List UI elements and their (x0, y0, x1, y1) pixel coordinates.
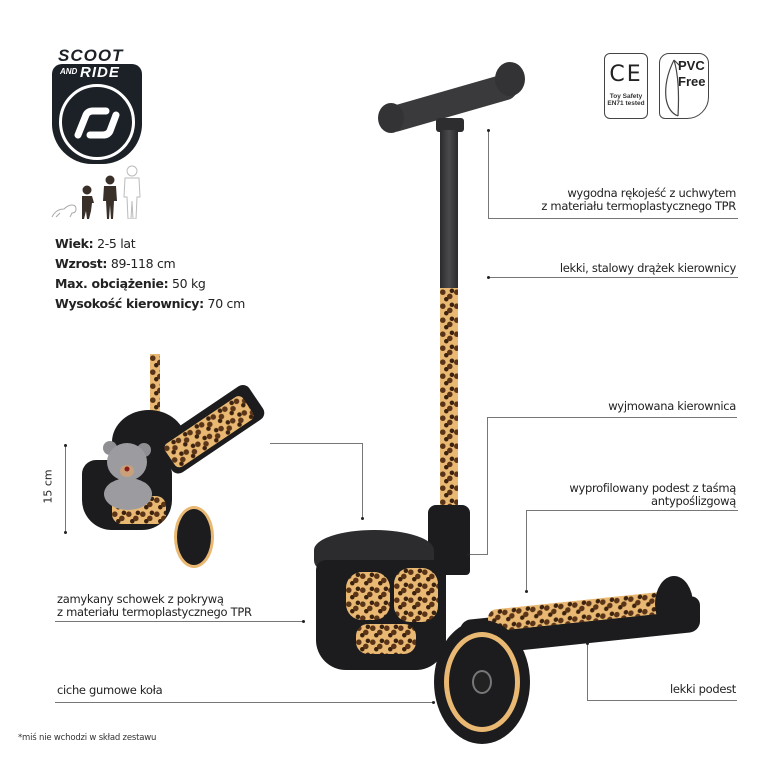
footnote: *miś nie wchodzi w skład zestawu (18, 733, 157, 743)
logo-circle (59, 84, 135, 160)
toddler-icon (82, 185, 94, 219)
specs-list: Wiek: 2-5 lat Wzrost: 89-118 cm Max. obc… (55, 234, 245, 314)
ce-label-1: Toy Safety (609, 93, 643, 100)
dimension-dot-bottom (64, 531, 67, 534)
spec-handlebar-height: Wysokość kierownicy: 70 cm (55, 296, 245, 311)
callout-storage-dot (302, 620, 305, 623)
ce-label-2: EN71 tested (607, 100, 645, 107)
callout-light-deck-dot (586, 642, 589, 645)
child-icon (103, 175, 117, 219)
older-child-outline-icon (123, 165, 141, 219)
spec-age: Wiek: 2-5 lat (55, 236, 136, 251)
logo-badge: AND RIDE (52, 64, 142, 164)
front-wheel-hub (472, 670, 492, 694)
spec-max-load: Max. obciążenie: 50 kg (55, 276, 206, 291)
callout-handle: wygodna rękojeść z uchwytem z materiału … (541, 186, 736, 213)
ce-mark: CE (609, 62, 643, 87)
callout-handle-dot (487, 129, 490, 132)
callout-removable-line-h2 (469, 554, 488, 555)
callout-bar-dot (487, 276, 490, 279)
callout-wheels: ciche gumowe koła (57, 683, 163, 697)
age-icons (50, 163, 150, 221)
free-label: Free (678, 74, 706, 89)
callout-wheels-line (55, 702, 433, 703)
ce-badge: CE Toy Safety EN71 tested (604, 53, 648, 119)
callout-handle-line-h (488, 218, 738, 219)
callout-light-deck-line-v (587, 643, 588, 701)
callout-storage: zamykany schowek z pokrywą z materiału t… (57, 592, 252, 619)
front-wheel-rim (444, 632, 520, 732)
callout-deck-line-h (526, 510, 738, 511)
callout-deck: wyprofilowany podest z taśmą antypoślizg… (569, 481, 736, 508)
baby-crawling-icon (51, 204, 77, 218)
dimension-dot-top (64, 444, 67, 447)
teddy-bear-icon (103, 441, 152, 510)
rear-wheel (655, 576, 693, 632)
callout-storage-top-dot (361, 517, 364, 520)
dimension-label: 15 cm (41, 469, 55, 504)
callout-bar: lekki, stalowy drążek kierownicy (559, 261, 736, 275)
pvc-label: PVC (678, 58, 705, 73)
callout-storage-line-top-v (362, 443, 363, 518)
steering-bar-leopard (440, 288, 458, 508)
small-front-wheel (174, 506, 214, 568)
handlebar-clamp (436, 118, 464, 132)
logo-text-and: AND (60, 67, 78, 76)
callout-removable-line-v (487, 417, 488, 555)
storage-scooter-view (70, 350, 270, 570)
callout-deck-line-v (526, 510, 527, 592)
callout-deck-dot (525, 590, 528, 593)
callout-light-deck-line-h (587, 700, 737, 701)
dimension-line (65, 445, 66, 533)
callout-handle-line-v (488, 130, 489, 219)
storage-leopard-panel-1 (346, 572, 390, 620)
logo-text-ride: RIDE (80, 64, 120, 81)
main-scooter (310, 60, 710, 744)
storage-box (316, 560, 446, 670)
brand-logo: SCOOT AND RIDE (50, 44, 144, 166)
logo-text-scoot: SCOOT (58, 46, 124, 65)
callout-light-deck: lekki podest (669, 682, 736, 696)
pvc-free-badge: PVC Free (659, 53, 709, 119)
callout-storage-line-top-h (270, 443, 363, 444)
callout-wheels-dot (432, 701, 435, 704)
storage-leopard-panel-3 (356, 624, 416, 654)
grip-end-left (378, 103, 404, 133)
grip-end-right (495, 62, 525, 96)
callout-removable-line-h (487, 417, 737, 418)
steering-bar-upper (440, 130, 458, 290)
callout-bar-line (488, 277, 738, 278)
leaf-icon (665, 59, 681, 117)
callout-storage-line (55, 621, 303, 622)
spec-height: Wzrost: 89-118 cm (55, 256, 176, 271)
callout-removable: wyjmowana kierownica (608, 399, 736, 413)
small-steering-bar (150, 354, 160, 424)
scoot-and-ride-s-icon (74, 107, 120, 139)
callout-removable-dot (467, 553, 470, 556)
storage-leopard-panel-2 (394, 568, 438, 622)
